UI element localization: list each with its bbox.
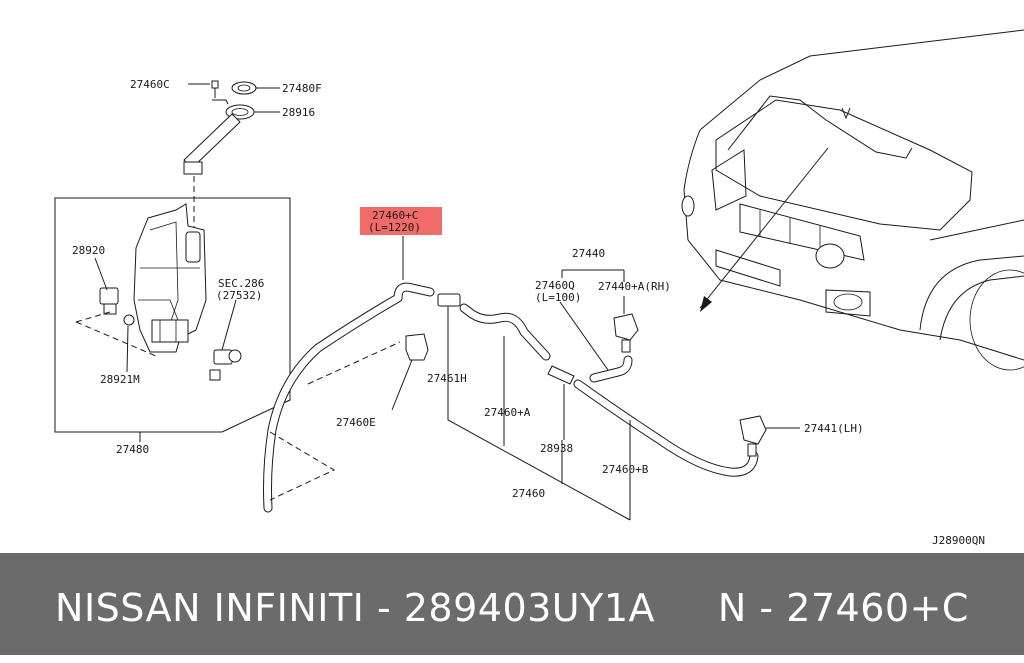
label-28938: 28938 xyxy=(540,442,573,455)
label-sec-27532: (27532) xyxy=(216,289,262,302)
washer-tank-assembly xyxy=(54,80,291,442)
hose-27460C xyxy=(263,236,435,513)
label-27460E: 27460E xyxy=(336,416,376,429)
label-27460C-top: 27460C xyxy=(130,78,170,91)
nozzle-rh xyxy=(613,313,639,353)
footer-part-number: NISSAN INFINITI - 289403UY1A N - 27460+C xyxy=(55,586,969,630)
vehicle-sketch xyxy=(681,29,1024,371)
label-27440: 27440 xyxy=(572,247,605,260)
footer-bar: NISSAN INFINITI - 289403UY1A N - 27460+C xyxy=(0,553,1024,655)
label-28921M: 28921M xyxy=(100,373,140,386)
highlight-box xyxy=(360,207,442,235)
label-27480F: 27480F xyxy=(282,82,322,95)
label-27440A-rh: 27440+A(RH) xyxy=(598,280,671,293)
joint-and-hoses xyxy=(437,293,759,477)
label-27460Q: 27460Q xyxy=(535,279,575,292)
nozzle-lh xyxy=(739,415,800,457)
highlight-line1: 27460+C xyxy=(372,209,418,222)
label-27460A: 27460+A xyxy=(484,406,531,419)
label-28916: 28916 xyxy=(282,106,315,119)
label-28920: 28920 xyxy=(72,244,105,257)
label-27461H: 27461H xyxy=(427,372,467,385)
leader-lines xyxy=(188,83,631,521)
label-27480: 27480 xyxy=(116,443,149,456)
highlight-line2: (L=1220) xyxy=(368,221,421,234)
label-27460Q-length: (L=100) xyxy=(535,291,581,304)
diagram-code: J28900QN xyxy=(932,534,985,547)
parts-diagram: 27460+C (L=1220) 27460C 27480F 28916 289… xyxy=(54,29,1024,547)
label-sec-286: SEC.286 xyxy=(218,277,264,290)
label-27460B: 27460+B xyxy=(602,463,649,476)
label-27460: 27460 xyxy=(512,487,545,500)
label-27441-lh: 27441(LH) xyxy=(804,422,864,435)
